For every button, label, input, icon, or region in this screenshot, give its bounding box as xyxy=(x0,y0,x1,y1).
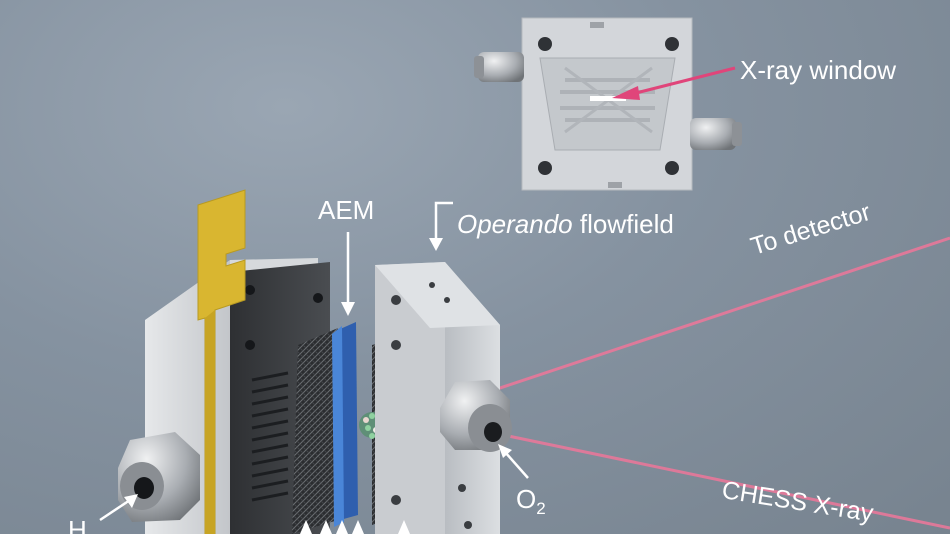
detector-beam xyxy=(469,236,950,400)
xray-window xyxy=(590,96,626,101)
flowfield-label: Operando flowfield xyxy=(457,211,674,237)
xray-window-pointer xyxy=(612,66,736,100)
h2-pointer xyxy=(99,494,138,522)
flowfield-label-rest: flowfield xyxy=(572,209,674,239)
layer-markers xyxy=(300,520,410,534)
current-collector-tab xyxy=(197,189,246,534)
h2-label: H xyxy=(68,515,87,534)
flowfield-label-emphasis: Operando xyxy=(457,209,573,239)
o2-pointer xyxy=(498,444,529,479)
flowfield-inset xyxy=(474,17,742,191)
xray-window-label: X-ray window xyxy=(740,55,897,85)
flowfield-arrow xyxy=(429,201,453,251)
anode-felt xyxy=(292,328,338,534)
aem-arrow xyxy=(341,232,355,316)
o2-label-sub: 2 xyxy=(536,499,546,518)
o2-label: O2 xyxy=(516,486,546,517)
incident-xray-beam xyxy=(469,426,950,530)
aem-label: AEM xyxy=(318,195,375,225)
right-end-plate xyxy=(375,262,512,534)
o2-label-main: O xyxy=(516,484,537,514)
membrane-aem xyxy=(332,322,358,527)
h2-fitting xyxy=(118,432,200,522)
